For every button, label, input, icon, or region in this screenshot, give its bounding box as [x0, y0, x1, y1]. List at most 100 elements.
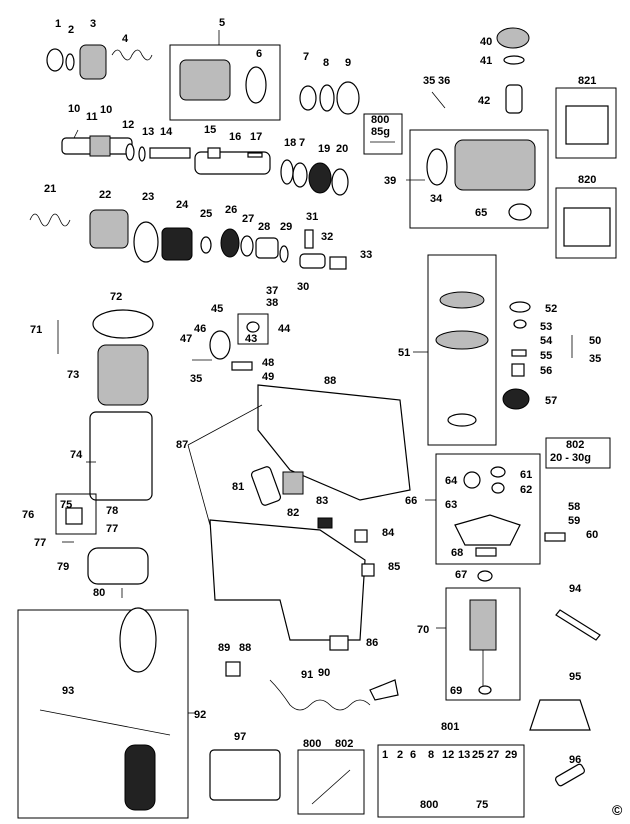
- part-25-ring: [200, 236, 212, 254]
- part-73-field: [97, 344, 149, 406]
- callout-c67: 67: [455, 569, 467, 581]
- part-27-ring: [240, 235, 254, 257]
- callout-c42: 42: [478, 95, 490, 107]
- part-57-bearing: [502, 388, 530, 410]
- callout-c34: 34: [430, 193, 443, 205]
- tag-802: [545, 437, 611, 469]
- callout-c89: 89: [218, 642, 230, 654]
- part-51-gear: [439, 291, 485, 309]
- callout-c23: 23: [142, 191, 154, 203]
- tag-800-text: 800: [371, 114, 389, 126]
- leader-87b: [187, 444, 211, 526]
- callout-c41: 41: [480, 55, 492, 67]
- callout-c63: 63: [445, 499, 457, 511]
- callout-c800a: 800: [303, 738, 321, 750]
- part-8-ring: [319, 84, 335, 112]
- callout-c12: 12: [122, 119, 134, 131]
- part-86-part: [329, 635, 349, 651]
- part-55-key: [511, 349, 527, 357]
- copyright-mark: ©: [612, 802, 623, 818]
- part-15-bush: [207, 147, 221, 159]
- part-821-label: [565, 105, 609, 145]
- callout-c15: 15: [204, 124, 216, 136]
- callout-k6: 6: [410, 749, 416, 761]
- callout-c11: 11: [86, 111, 98, 123]
- callout-c27: 27: [242, 213, 254, 225]
- callout-c90: 90: [318, 667, 330, 679]
- part-79-cover: [87, 547, 149, 585]
- callout-c95: 95: [569, 671, 581, 683]
- callout-c39: 39: [384, 175, 396, 187]
- part-65-bearing: [508, 203, 532, 221]
- callout-c56: 56: [540, 365, 552, 377]
- callout-c97: 97: [234, 731, 246, 743]
- part-70-armature: [469, 599, 497, 651]
- part-820-box: [555, 187, 617, 259]
- part-13-ring: [138, 146, 146, 162]
- callout-c71: 71: [30, 324, 42, 336]
- part-12-ring: [125, 143, 135, 161]
- part-46-plate: [209, 330, 231, 360]
- callout-c22: 22: [99, 189, 111, 201]
- callout-k29: 29: [505, 749, 517, 761]
- part-93-rod: [39, 709, 171, 736]
- callout-c84: 84: [382, 527, 395, 539]
- callout-c69: 69: [450, 685, 462, 697]
- part-62-ring: [491, 482, 505, 494]
- part-24-clutch: [161, 227, 193, 261]
- callout-c62: 62: [520, 484, 532, 496]
- callout-c88a: 88: [324, 375, 336, 387]
- part-5-collar: [179, 59, 231, 101]
- callout-c26: 26: [225, 204, 237, 216]
- part-61-cap: [490, 466, 506, 478]
- callout-c820: 820: [578, 174, 596, 186]
- part-30-striker: [299, 253, 326, 269]
- callout-c6: 6: [256, 48, 262, 60]
- callout-c61: 61: [520, 469, 532, 481]
- callout-c81: 81: [232, 481, 244, 493]
- part-92-box: [17, 609, 189, 819]
- part-74-housing: [89, 411, 153, 501]
- part-75-brush: [65, 507, 83, 525]
- callout-c35c: 35: [589, 353, 601, 365]
- callout-c83: 83: [316, 495, 328, 507]
- callout-c28: 28: [258, 221, 270, 233]
- part-14-pin: [149, 147, 191, 159]
- callout-c10a: 10: [68, 103, 80, 115]
- callout-c802a: 802: [335, 738, 353, 750]
- part-18-ring: [280, 159, 294, 185]
- part-1-cap: [46, 48, 64, 72]
- callout-c77b: 77: [34, 537, 46, 549]
- callout-c24: 24: [176, 199, 189, 211]
- callout-k75: 75: [476, 799, 488, 811]
- part-64-ring: [463, 471, 481, 489]
- callout-c4: 4: [122, 33, 129, 45]
- part-21-spring: [29, 213, 71, 227]
- callout-k27: 27: [487, 749, 499, 761]
- part-43-knob: [246, 321, 260, 333]
- part-42-knob: [505, 84, 523, 114]
- part-9-bearing: [336, 81, 360, 115]
- callout-c64: 64: [445, 475, 458, 487]
- part-36-pin: [431, 91, 446, 109]
- part-69-bearing: [478, 685, 492, 695]
- callout-k8: 8: [428, 749, 434, 761]
- callout-c87: 87: [176, 439, 188, 451]
- part-29-ring: [279, 245, 289, 263]
- callout-c31: 31: [306, 211, 318, 223]
- callout-c46: 46: [194, 323, 206, 335]
- part-39-box: [409, 129, 549, 229]
- callout-c8: 8: [323, 57, 329, 69]
- part-820-label: [563, 207, 611, 247]
- part-88-housing-half: [257, 384, 411, 501]
- part-81-trigger: [250, 466, 282, 506]
- part-51-box: [427, 254, 497, 446]
- part-56-part: [511, 363, 525, 377]
- part-96-adaptor: [555, 763, 585, 787]
- part-19-gear: [308, 162, 332, 194]
- callout-c25: 25: [200, 208, 212, 220]
- part-43-box: [237, 313, 269, 345]
- callout-c32: 32: [321, 231, 333, 243]
